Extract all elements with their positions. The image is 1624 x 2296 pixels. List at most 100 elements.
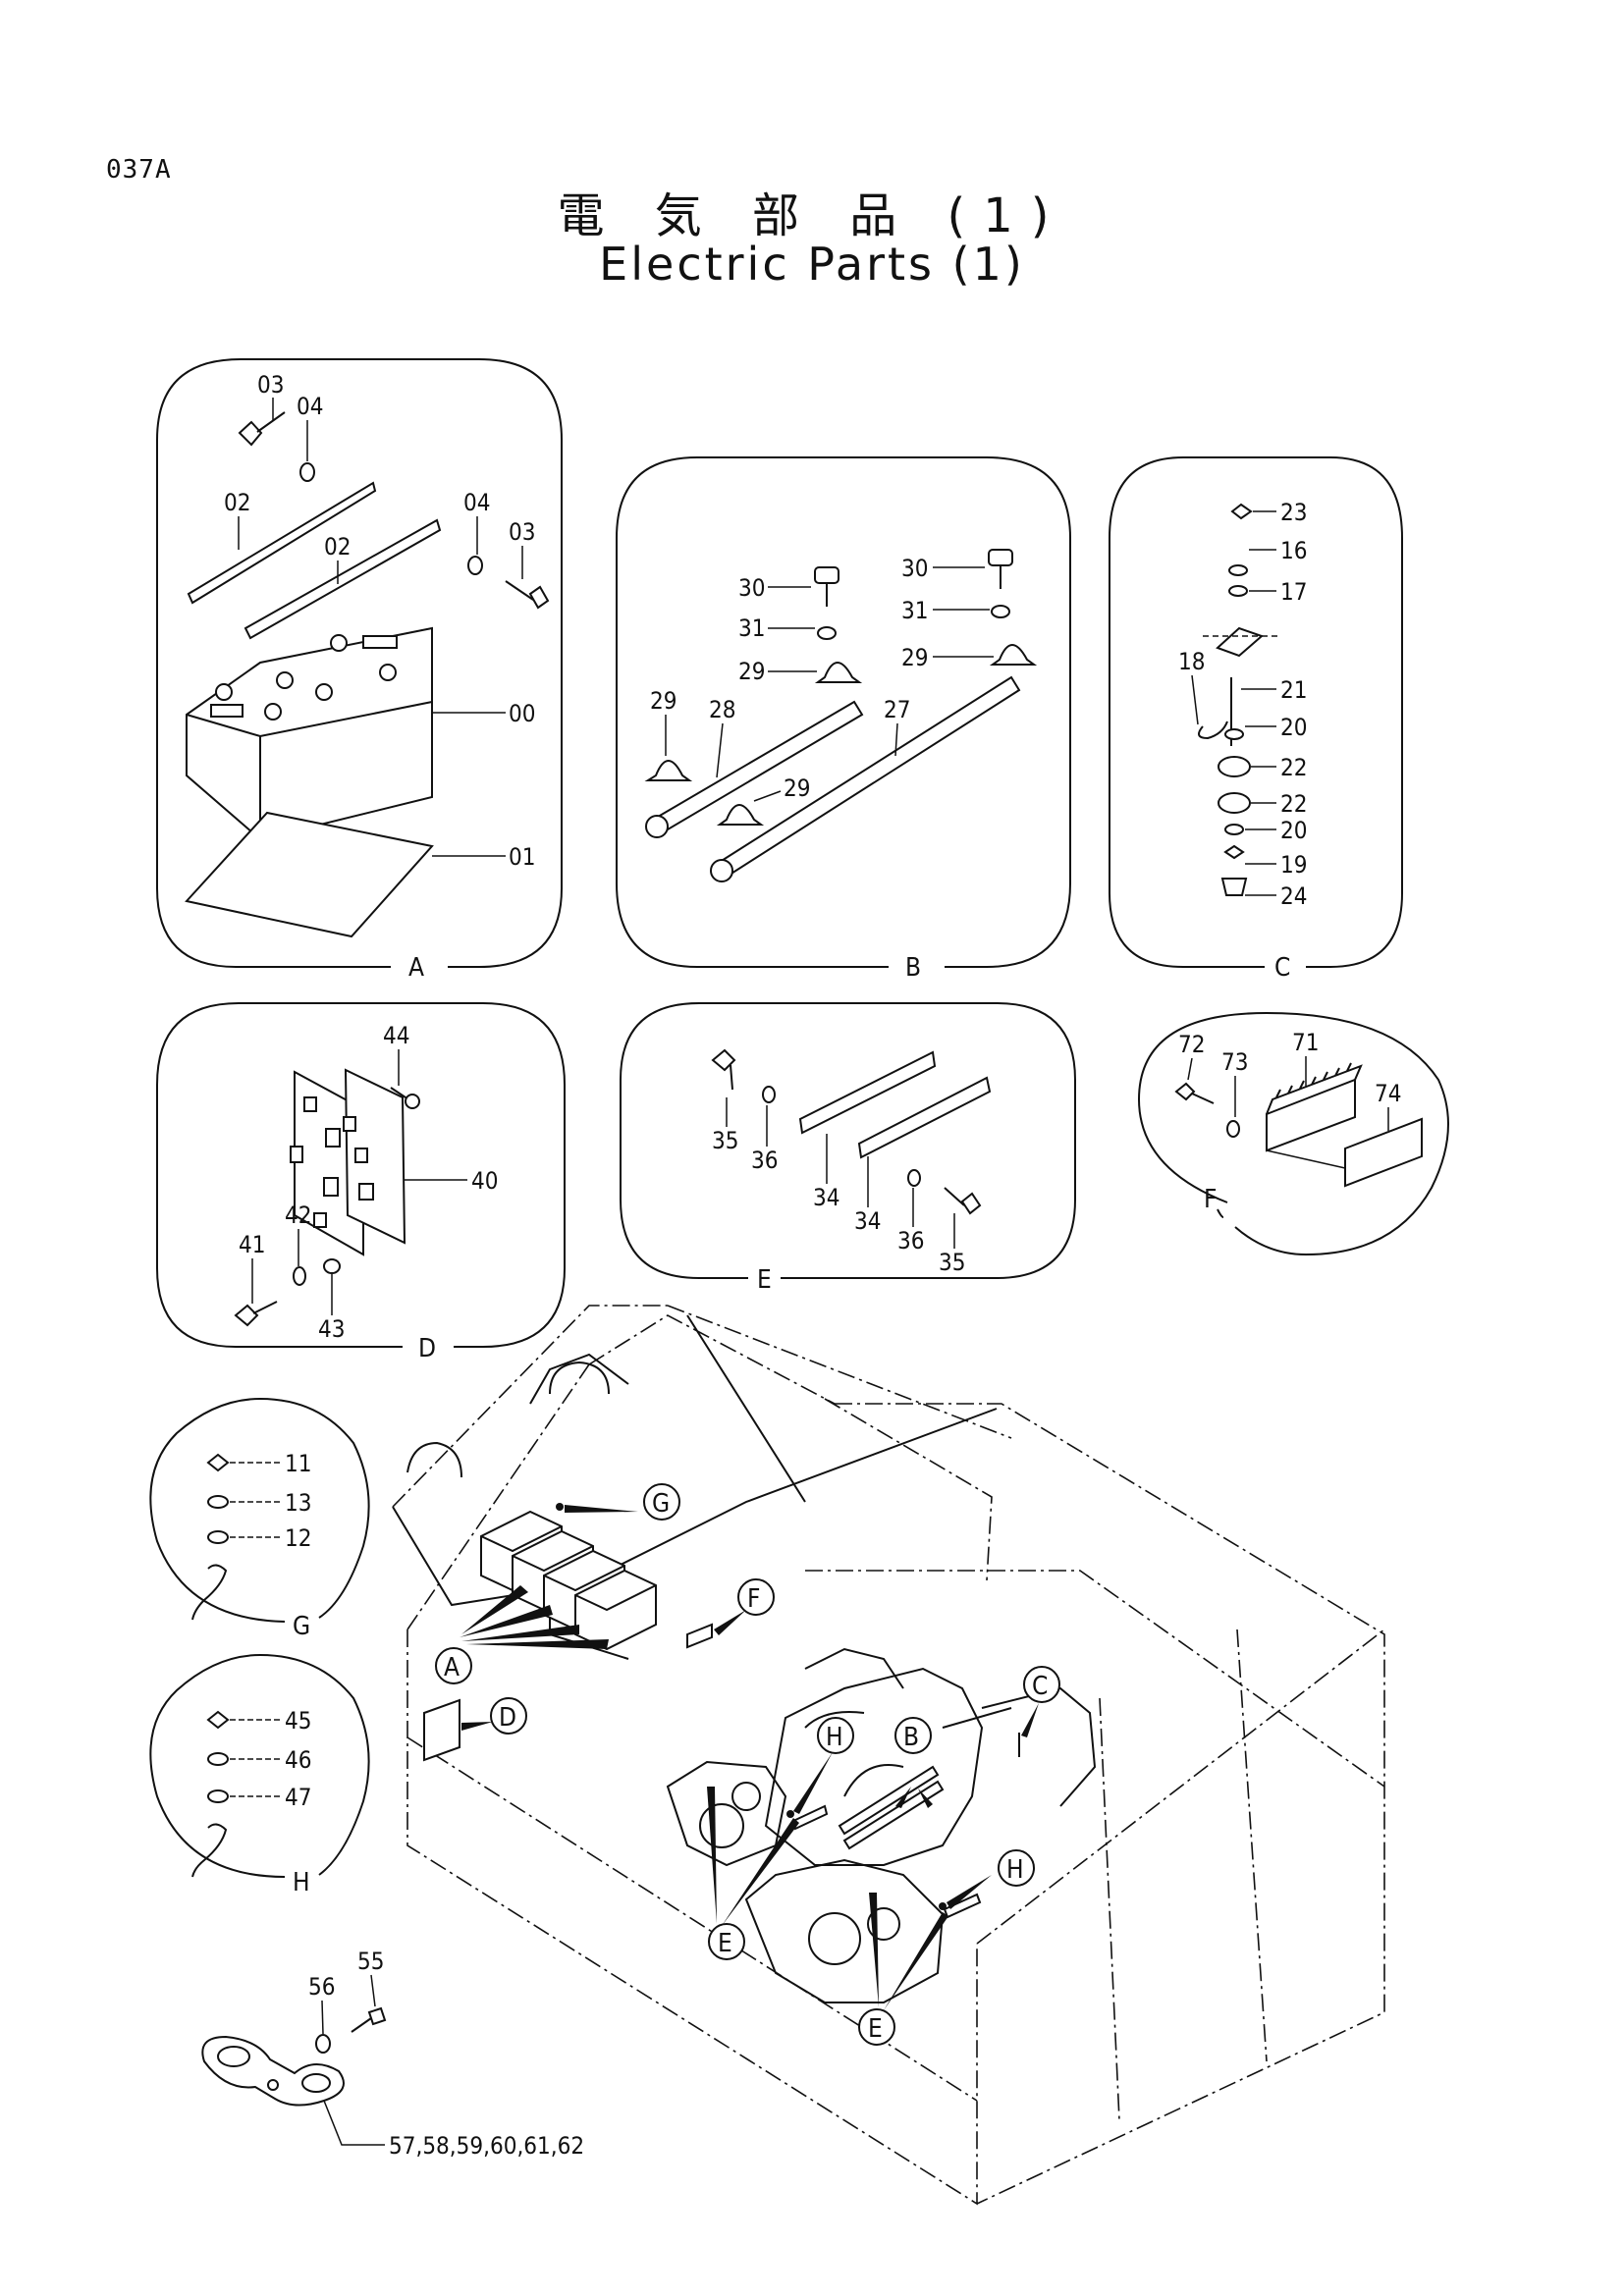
part-label: 43 bbox=[318, 1315, 345, 1343]
part-label: 74 bbox=[1375, 1080, 1401, 1107]
bolt-35 bbox=[711, 1048, 736, 1091]
part-label: 55 bbox=[357, 1948, 384, 1975]
washer-17 bbox=[1228, 585, 1248, 597]
part-label: 31 bbox=[901, 597, 928, 624]
part-label: 35 bbox=[939, 1249, 965, 1276]
part-label: 36 bbox=[897, 1227, 924, 1255]
washer-43 bbox=[323, 1258, 341, 1274]
part-label: 11 bbox=[285, 1450, 311, 1477]
part-label: 41 bbox=[239, 1231, 265, 1258]
part-label: 22 bbox=[1280, 754, 1307, 781]
clamp-29 bbox=[814, 662, 863, 683]
title-japanese: 電 気 部 品 (1) bbox=[557, 188, 1067, 243]
part-label: 44 bbox=[383, 1022, 409, 1049]
part-label: 23 bbox=[1280, 499, 1307, 526]
washer-31 bbox=[817, 626, 837, 640]
wire-terminal bbox=[191, 1823, 228, 1878]
part-label: 36 bbox=[751, 1147, 778, 1174]
clamp-29 bbox=[716, 804, 765, 826]
part-label: 27 bbox=[884, 696, 910, 723]
hold-bar-left bbox=[187, 481, 377, 605]
part-label: 20 bbox=[1280, 817, 1307, 844]
washer-36 bbox=[907, 1169, 921, 1187]
rod-location bbox=[842, 1780, 945, 1850]
washer-12 bbox=[207, 1530, 229, 1544]
callout-e: E bbox=[868, 2014, 883, 2044]
bolt-03-right bbox=[505, 580, 550, 610]
washer-56 bbox=[315, 2034, 331, 2054]
part-label: 72 bbox=[1178, 1031, 1205, 1058]
washer-20 bbox=[1224, 824, 1244, 835]
view-label-f: F bbox=[1204, 1185, 1217, 1214]
view-label-b: B bbox=[905, 953, 921, 983]
part-label: 13 bbox=[285, 1489, 311, 1517]
part-label: 34 bbox=[854, 1207, 881, 1235]
location-callouts: G F A D C H B H E E bbox=[435, 1483, 1060, 2046]
view-label-e: E bbox=[757, 1265, 772, 1295]
callout-h: H bbox=[826, 1723, 843, 1752]
part-label: 30 bbox=[901, 555, 928, 582]
wire-18 bbox=[1198, 721, 1228, 740]
rod-28 bbox=[651, 700, 864, 834]
rod-27 bbox=[715, 675, 1021, 879]
part-label: 19 bbox=[1280, 851, 1307, 879]
part-label: 24 bbox=[1280, 882, 1307, 910]
rubber-22 bbox=[1218, 756, 1251, 777]
part-label: 40 bbox=[471, 1167, 498, 1195]
part-label: 04 bbox=[463, 489, 490, 516]
terminal-location bbox=[686, 1623, 713, 1649]
part-label: 18 bbox=[1178, 648, 1205, 675]
part-label: 20 bbox=[1280, 714, 1307, 741]
part-label: 45 bbox=[285, 1707, 311, 1735]
view-label-d: D bbox=[418, 1334, 436, 1363]
part-label: 29 bbox=[650, 687, 677, 715]
part-label: 03 bbox=[257, 371, 284, 399]
part-label: 47 bbox=[285, 1784, 311, 1811]
part-label: 21 bbox=[1280, 676, 1307, 704]
bolt-55 bbox=[351, 2006, 387, 2033]
plate-34 bbox=[857, 1076, 992, 1159]
part-label: 35 bbox=[712, 1127, 738, 1154]
part-label: 12 bbox=[285, 1524, 311, 1552]
washer-04-top bbox=[299, 462, 315, 482]
clamp-29 bbox=[989, 644, 1038, 666]
battery-mat bbox=[185, 811, 434, 938]
detail-view-g: G 11 13 12 bbox=[149, 1397, 370, 1641]
callout-a: A bbox=[444, 1653, 460, 1682]
part-label: 42 bbox=[285, 1201, 311, 1229]
part-label: 30 bbox=[738, 574, 765, 602]
nut-11 bbox=[206, 1453, 230, 1472]
terminal-block-71 bbox=[1266, 1078, 1356, 1152]
part-label: 02 bbox=[224, 489, 250, 516]
part-label: 28 bbox=[709, 696, 735, 723]
battery bbox=[186, 626, 433, 841]
bolt-72 bbox=[1174, 1082, 1215, 1104]
washer-46 bbox=[207, 1752, 229, 1766]
part-label: 56 bbox=[308, 1973, 335, 2001]
wire-terminal bbox=[191, 1564, 228, 1621]
machine-overview: G F A D C H B H E E bbox=[392, 1305, 1385, 2206]
part-label: 29 bbox=[738, 658, 765, 685]
washer-73 bbox=[1226, 1120, 1240, 1138]
part-label: 34 bbox=[813, 1184, 839, 1211]
bolt-30 bbox=[814, 566, 839, 607]
detail-view-h: H 45 46 47 bbox=[149, 1653, 370, 1897]
bolt-41 bbox=[234, 1301, 278, 1327]
nut-19 bbox=[1223, 844, 1245, 860]
callout-c: C bbox=[1032, 1672, 1048, 1701]
washer-13 bbox=[207, 1495, 229, 1509]
washer-47 bbox=[207, 1789, 229, 1803]
bolt-44 bbox=[390, 1087, 420, 1109]
bracket bbox=[1216, 626, 1264, 658]
part-label: 16 bbox=[1280, 537, 1307, 564]
part-label: 46 bbox=[285, 1746, 311, 1774]
part-label: 03 bbox=[509, 518, 535, 546]
washer-36 bbox=[762, 1086, 776, 1103]
bolt-30 bbox=[988, 549, 1013, 589]
part-label: 17 bbox=[1280, 578, 1307, 606]
bolt-35 bbox=[944, 1187, 982, 1215]
detail-view-c: C 23 16 17 18 21 20 22 22 20 19 24 bbox=[1109, 456, 1403, 983]
washer-04-right bbox=[467, 556, 483, 575]
callout-h: H bbox=[1006, 1855, 1024, 1885]
